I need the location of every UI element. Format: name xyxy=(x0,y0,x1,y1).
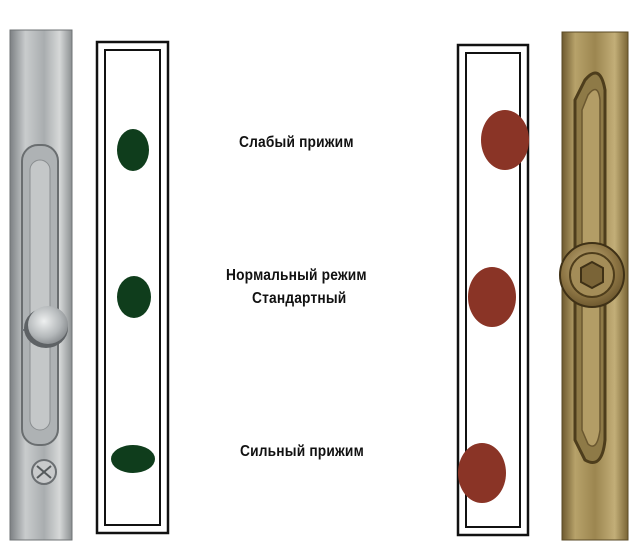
left-frame-outer xyxy=(95,40,170,535)
label-normal-mode: Нормальный режим xyxy=(226,267,367,284)
label-strong-pressure: Сильный прижим xyxy=(240,443,364,460)
right-pin-diagram xyxy=(456,43,530,537)
right-marker-weak xyxy=(481,110,529,170)
brass-eccentric-photo xyxy=(559,31,629,541)
right-frame-inner xyxy=(465,52,521,528)
label-weak-pressure: Слабый прижим xyxy=(239,134,354,151)
left-pin-diagram xyxy=(95,40,170,535)
silver-eccentric-photo xyxy=(9,29,73,541)
left-marker-normal xyxy=(117,276,151,318)
right-marker-normal xyxy=(468,267,516,327)
left-marker-weak xyxy=(117,129,149,171)
left-frame-inner xyxy=(104,49,161,526)
right-frame-outer xyxy=(456,43,530,537)
label-standard: Стандартный xyxy=(252,290,347,307)
left-marker-strong xyxy=(111,445,155,473)
right-marker-strong xyxy=(458,443,506,503)
